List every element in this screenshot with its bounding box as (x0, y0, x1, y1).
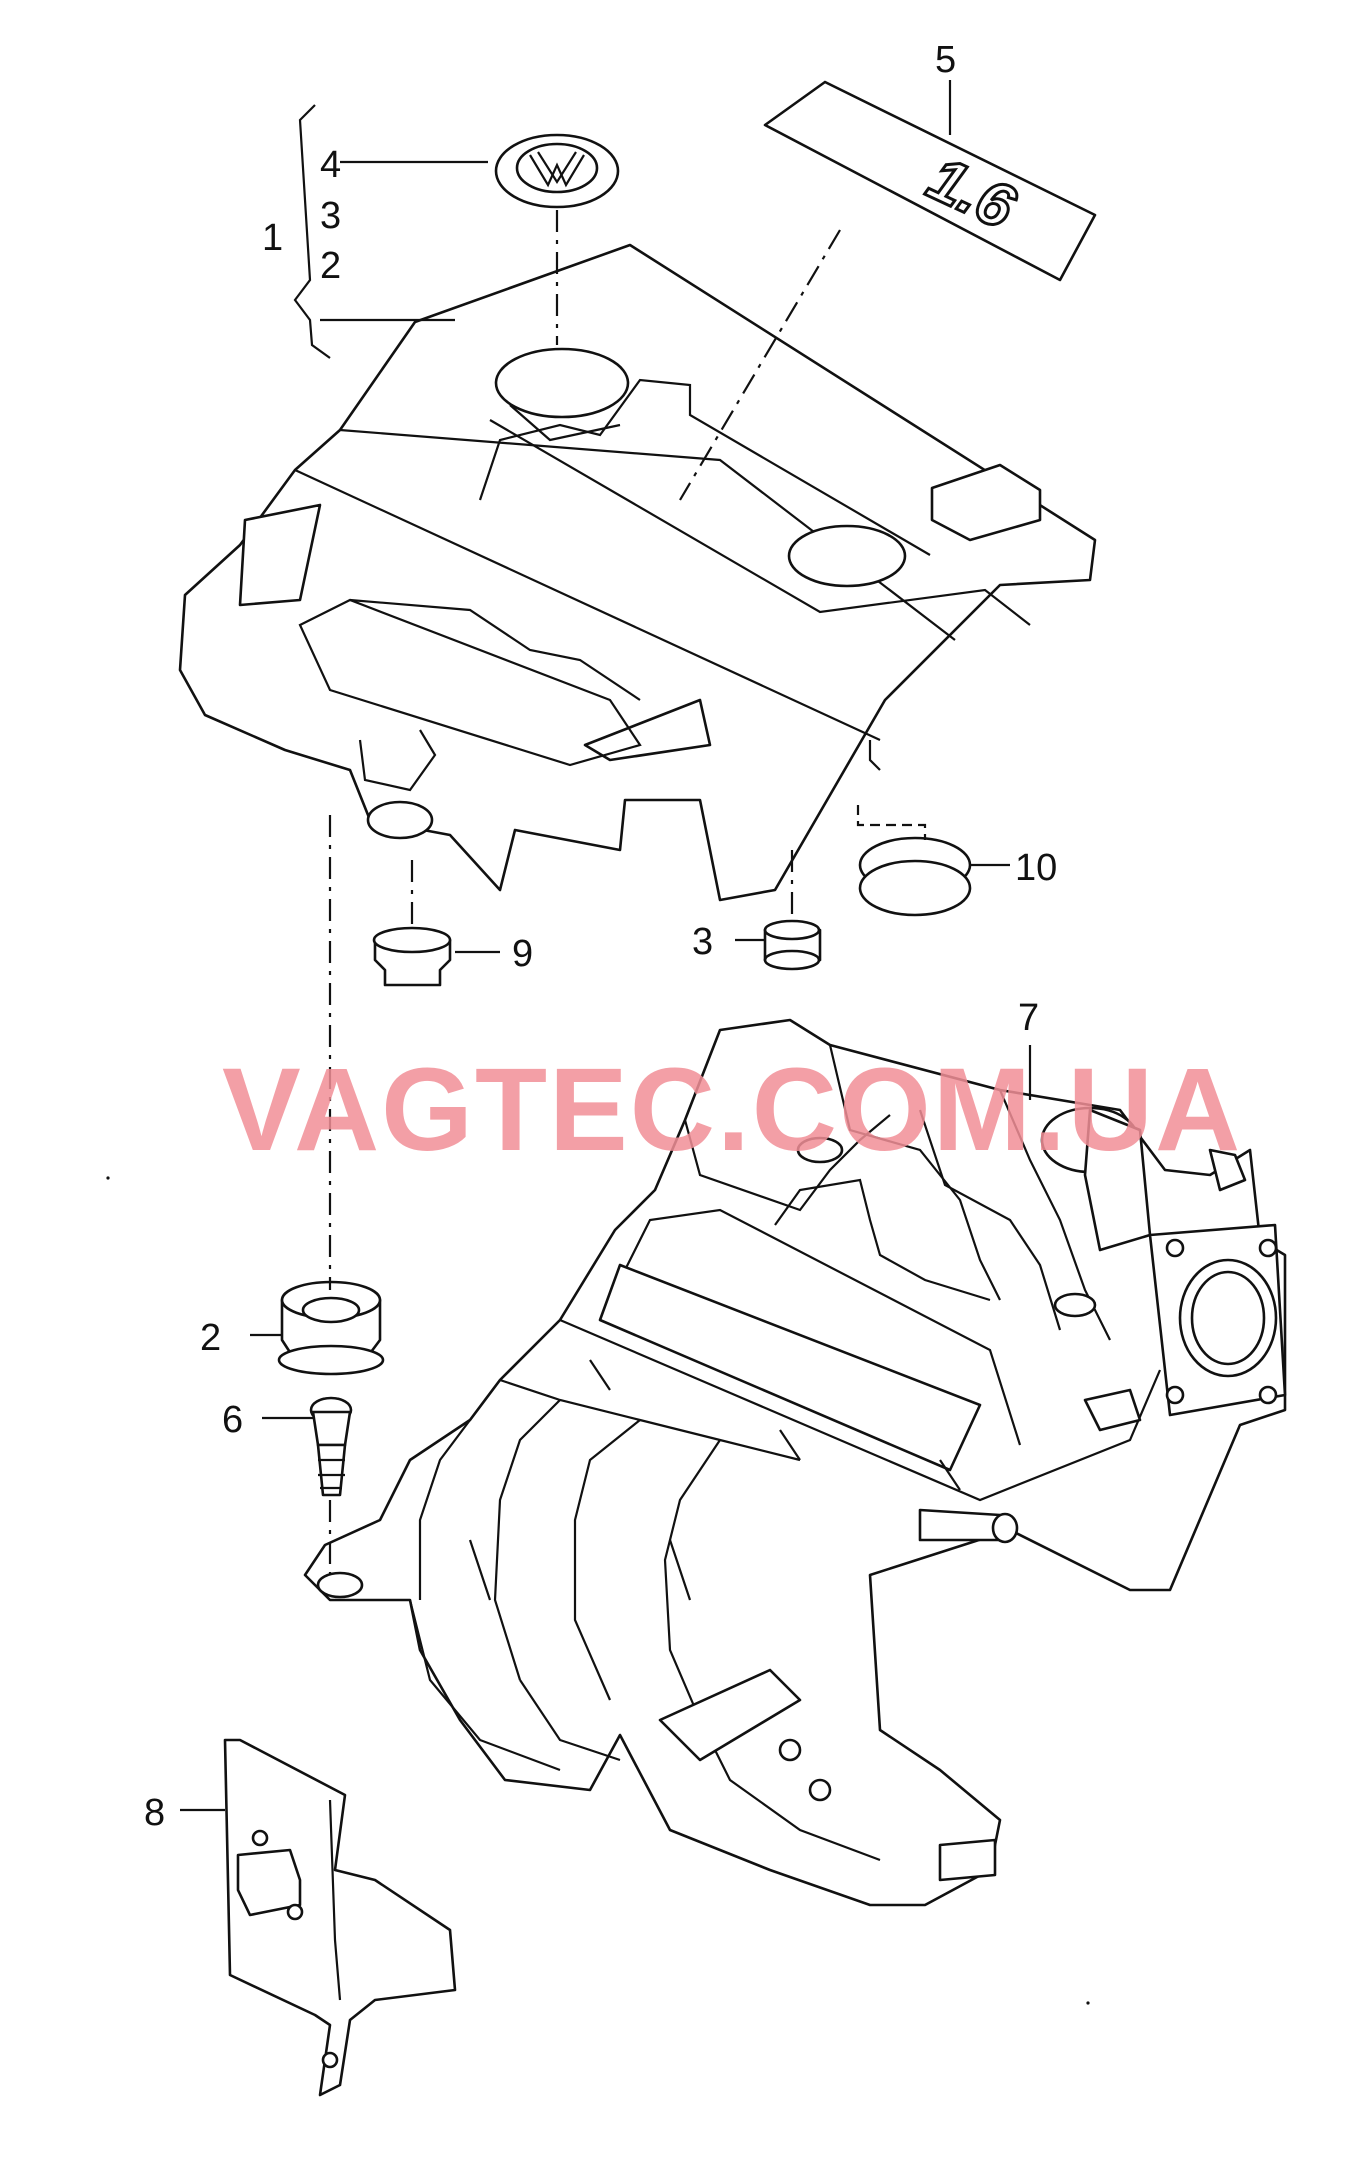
label-3-top: 3 (320, 195, 341, 237)
label-4: 4 (320, 144, 341, 186)
sleeve-part-10 (858, 836, 972, 917)
rubber-buffer-part-3 (763, 919, 822, 971)
leader-lines (106, 80, 1090, 2005)
gasket-part-8 (223, 1738, 457, 2097)
label-1: 1 (262, 217, 283, 259)
label-10: 10 (1015, 847, 1057, 889)
label-5: 5 (935, 39, 956, 81)
intake-manifold-part-7 (303, 1018, 1287, 1907)
part-labels: 1 4 3 2 5 9 3 10 7 2 6 8 (144, 39, 1057, 1834)
stud-bolt-part-6 (309, 1396, 353, 1497)
label-8: 8 (144, 1792, 165, 1834)
label-3-bottom: 3 (692, 921, 713, 963)
watermark: VAGTEC.COM.UA (222, 1044, 1242, 1176)
label-2-top: 2 (320, 245, 341, 287)
engine-cover (178, 243, 1097, 902)
badge-part-5: 1.6 (763, 80, 1097, 282)
label-9: 9 (512, 933, 533, 975)
vw-emblem-part-4 (494, 133, 620, 209)
label-2-bottom: 2 (200, 1317, 221, 1359)
label-6: 6 (222, 1399, 243, 1441)
label-7: 7 (1018, 997, 1039, 1039)
grommet-part-9 (372, 926, 452, 987)
mount-part-2 (277, 1280, 385, 1376)
